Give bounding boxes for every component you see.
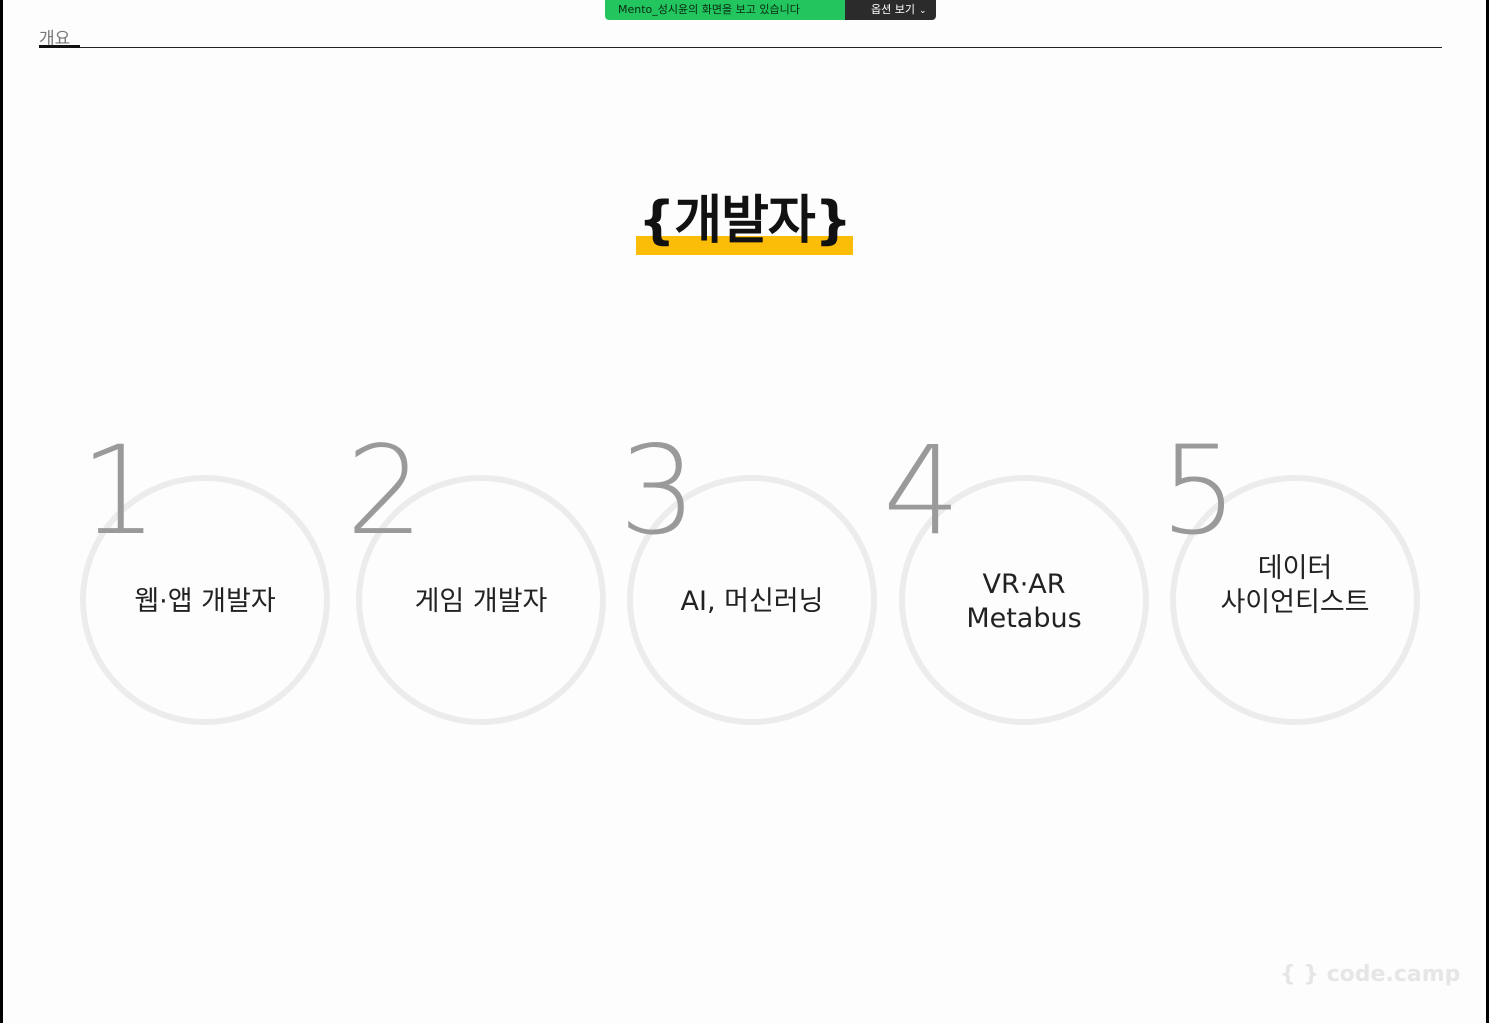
item-label-line: 사이언티스트 <box>1220 587 1370 618</box>
item-number: 2 <box>346 420 424 562</box>
chevron-down-icon: ⌄ <box>918 6 927 16</box>
item-label: 웹·앱 개발자 <box>86 585 324 619</box>
share-status-text: Mento_성시윤의 화면을 보고 있습니다 <box>605 0 845 20</box>
item-label-line: VR·AR <box>982 569 1066 600</box>
view-options-label: 옵션 보기 <box>871 3 915 16</box>
item-label: AI, 머신러닝 <box>633 585 871 619</box>
presentation-slide: Mento_성시윤의 화면을 보고 있습니다 옵션 보기⌄ 개요 {개발자} 1… <box>3 0 1486 1023</box>
item-circle <box>80 475 330 725</box>
career-item-4: 4 VR·AR Metabus <box>883 430 1199 730</box>
career-item-2: 2 게임 개발자 <box>346 430 656 730</box>
career-item-5: 5 데이터 사이언티스트 <box>1160 430 1470 730</box>
item-label-line: 게임 개발자 <box>414 586 548 617</box>
item-label: 데이터 사이언티스트 <box>1176 552 1414 620</box>
item-circle <box>627 475 877 725</box>
slide-title: {개발자} <box>638 191 852 251</box>
slide-title-container: {개발자} <box>3 186 1486 256</box>
career-item-1: 1 웹·앱 개발자 <box>80 430 380 730</box>
item-label-line: AI, 머신러닝 <box>680 586 824 617</box>
item-label-line: 웹·앱 개발자 <box>134 586 276 617</box>
item-number: 3 <box>619 420 697 562</box>
item-label: 게임 개발자 <box>362 585 600 619</box>
item-number: 5 <box>1160 420 1238 562</box>
item-circle <box>356 475 606 725</box>
career-item-3: 3 AI, 머신러닝 <box>619 430 927 730</box>
header-divider <box>39 47 1442 48</box>
view-options-button[interactable]: 옵션 보기⌄ <box>845 0 936 20</box>
title-highlight <box>636 236 853 255</box>
section-tab-overview: 개요 <box>39 29 71 49</box>
screen-share-banner: Mento_성시윤의 화면을 보고 있습니다 옵션 보기⌄ <box>605 0 936 20</box>
item-circle <box>1170 475 1420 725</box>
item-label-line: Metabus <box>966 603 1082 634</box>
item-label: VR·AR Metabus <box>905 568 1143 636</box>
item-number: 4 <box>883 420 961 562</box>
item-circle <box>899 475 1149 725</box>
item-number: 1 <box>80 420 158 562</box>
section-tab-underline <box>39 45 80 48</box>
brand-logo: { } code.camp <box>1280 962 1461 987</box>
item-label-line: 데이터 <box>1257 553 1333 584</box>
